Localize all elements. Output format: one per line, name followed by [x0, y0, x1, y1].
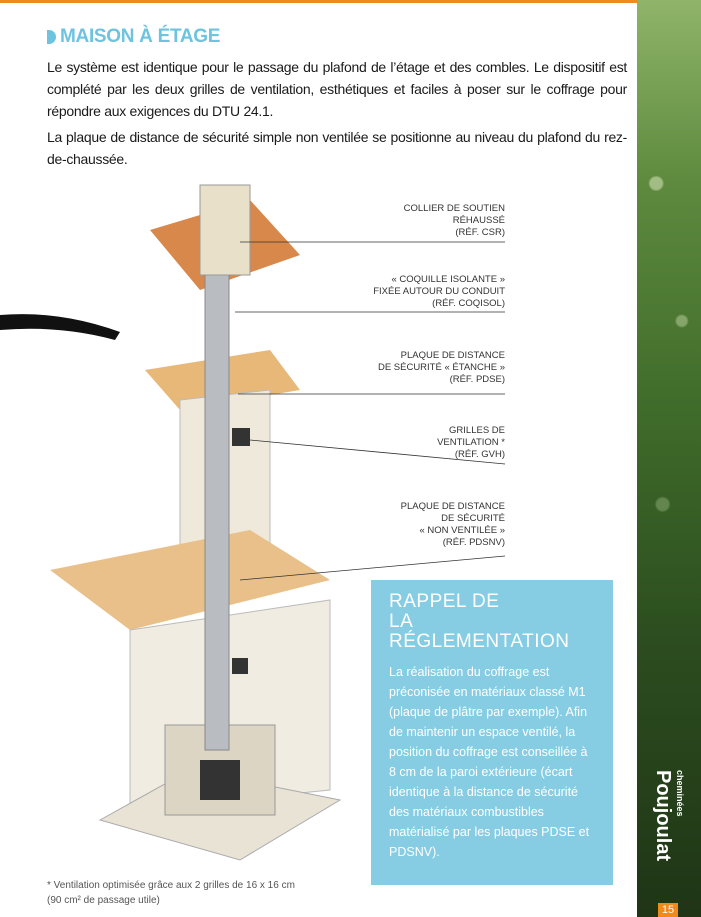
label-line: (RÉF. CSR): [455, 227, 505, 238]
rappel-text: La réalisation du coffrage est préconisé…: [389, 665, 590, 859]
black-arc: [0, 314, 120, 340]
vent-grille: [232, 428, 250, 446]
label-line: (RÉF. PDSNV): [442, 537, 505, 548]
label-line: « COQUILLE ISOLANTE »: [391, 274, 505, 285]
label-line: PLAQUE DE DISTANCE: [400, 501, 505, 512]
chimney-cap: [199, 184, 251, 276]
label-line: COLLIER DE SOUTIEN: [403, 203, 505, 214]
page-number: 15: [658, 903, 678, 917]
brand-name: Poujoulat: [652, 770, 674, 862]
firebox: [200, 760, 240, 800]
ground-floor-ceiling: [50, 530, 330, 630]
leader-lines: [235, 241, 506, 581]
label-line: « NON VENTILÉE »: [419, 525, 505, 536]
flue-pipe: [204, 269, 230, 751]
footnote-line: (90 cm² de passage utile): [47, 895, 160, 906]
heading-text: MAISON À ÉTAGE: [60, 26, 221, 47]
intro-paragraph: La plaque de distance de sécurité simple…: [47, 129, 627, 167]
rappel-title-line: RAPPEL DE: [389, 591, 500, 612]
section-heading: MAISON À ÉTAGE: [47, 26, 220, 48]
label-line: DE SÉCURITÉ: [441, 513, 505, 524]
label-line: DE SÉCURITÉ « ÉTANCHE »: [377, 362, 505, 373]
label-line: (RÉF. COQISOL): [432, 298, 505, 309]
label-line: VENTILATION *: [437, 437, 505, 448]
label-line: GRILLES DE: [449, 425, 505, 436]
footnote: * Ventilation optimisée grâce aux 2 gril…: [47, 878, 295, 908]
label-line: PLAQUE DE DISTANCE: [400, 350, 505, 361]
footnote-line: * Ventilation optimisée grâce aux 2 gril…: [47, 880, 295, 891]
top-rule: [0, 0, 637, 3]
label-coquille: « COQUILLE ISOLANTE »FIXÉE AUTOUR DU CON…: [373, 274, 505, 310]
foliage-side-strip: [637, 0, 701, 917]
label-line: FIXÉE AUTOUR DU CONDUIT: [373, 286, 505, 297]
label-line: (RÉF. PDSE): [449, 374, 505, 385]
chimney-diagram: [0, 184, 506, 861]
vent-grille: [232, 658, 248, 674]
intro-paragraph: Le système est identique pour le passage…: [47, 59, 627, 119]
intro-text: Le système est identique pour le passage…: [47, 56, 627, 174]
brand-small: cheminées: [675, 770, 685, 817]
label-line: (RÉF. GVH): [454, 449, 505, 460]
rappel-title-line: LA RÉGLEMENTATION: [389, 611, 570, 652]
heading-marker-icon: [47, 30, 56, 44]
label-line: RÉHAUSSÉ: [452, 215, 505, 226]
